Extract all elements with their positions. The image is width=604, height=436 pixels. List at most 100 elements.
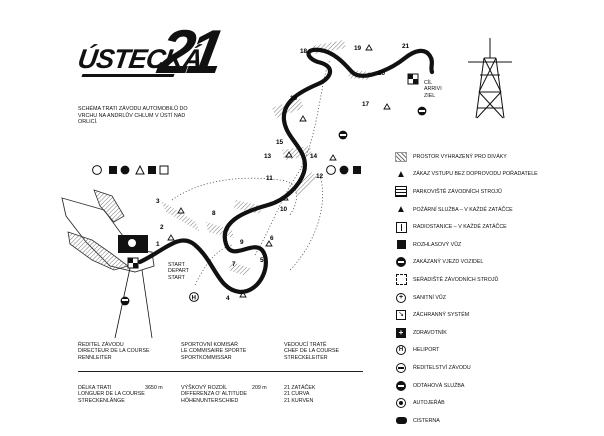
paddock-icon [395, 186, 407, 198]
turn-label: 2 [160, 224, 164, 231]
turn-label: 10 [280, 206, 288, 213]
rescue-system-icon: ↘ [396, 310, 406, 321]
curves-fr: 21 CURVA [284, 391, 310, 398]
transmitter-tower [468, 38, 512, 119]
tow-truck-icon [396, 398, 406, 409]
length-cz: DÉLKA TRATI [78, 385, 112, 391]
loudspeaker-car-icon [396, 240, 406, 250]
turn-label: 11 [266, 175, 273, 182]
curves-block: 21 ZATÁČEK 21 CURVA 21 KURVEN [284, 385, 315, 404]
curves-de: 21 KURVEN [284, 397, 314, 404]
legend-item: ▲ ZÁKAZ VSTUPU BEZ DOPROVODU POŘADATELE [394, 166, 599, 184]
map-description: SCHÉMA TRATI ZÁVODU AUTOMOBILŮ DO VRCHU … [78, 106, 188, 126]
commissioner-de: SPORTKOMMISSAR [181, 354, 232, 361]
race-director-block: ŘEDITEL ZÁVODU DIRECTEUR DE LA COURSE RE… [78, 342, 150, 361]
finish-flag [407, 73, 419, 85]
heliport-icon [189, 292, 199, 302]
turn-label: 17 [362, 101, 370, 108]
altitude-fr: DIFFERENZA O' ALTITUDE [181, 391, 247, 398]
svg-text:H: H [192, 296, 196, 302]
warning-markers [167, 44, 391, 298]
track-length-value: 3650 m [145, 385, 163, 391]
access-path [171, 177, 297, 216]
commissioner-cz: SPORTOVNÍ KOMISAŘ [181, 342, 238, 348]
legend-item: RADIOSTANICE – V KAŽDÉ ZATÁČCE [394, 218, 599, 236]
track-chief-de: STRECKELEITER [284, 354, 328, 361]
director-cz: ŘEDITEL ZÁVODU [78, 342, 124, 348]
turn-label: 6 [270, 235, 274, 242]
turn-label: 4 [226, 295, 230, 302]
legend-label: RADIOSTANICE – V KAŽDÉ ZATÁČCE [413, 224, 507, 231]
race-track [137, 47, 435, 295]
legend-label: SANITNÍ VŮZ [413, 294, 446, 301]
finish-label-fr: ARRIVI [424, 86, 442, 93]
turn-label: 8 [212, 210, 216, 217]
curves-cz: 21 ZATÁČEK [284, 385, 316, 391]
legend-item: ▲ POŽÁRNÍ SLUŽBA – V KAŽDÉ ZATÁČCE [394, 201, 599, 219]
turn-label: 1 [156, 241, 160, 248]
turn-label: 13 [264, 153, 272, 160]
access-path [254, 59, 331, 256]
no-entry-icon [396, 257, 406, 268]
finish-label-de: ZIEL [424, 92, 436, 99]
altitude-de: HÖHENUNTERSCHIED [181, 397, 239, 404]
legend-label: ŘEDITELSTVÍ ZÁVODU [413, 364, 471, 371]
turn-label: 18 [300, 48, 308, 55]
race-director-icon [396, 362, 406, 373]
legend-item: SEŘADIŠTĚ ZÁVODNÍCH STROJŮ [394, 271, 599, 289]
legend-label: ODTAHOVÁ SLUŽBA [413, 382, 465, 389]
ambulance-icon: + [396, 292, 406, 303]
track-chief-cz: VEDOUCÍ TRATĚ [284, 342, 327, 348]
heliport-icon: H [396, 345, 406, 356]
start-line [127, 257, 139, 269]
legend-label: ZDRAVOTNÍK [413, 329, 447, 336]
altitude-cz: VÝŠKOVÝ ROZDÍL [181, 385, 228, 391]
legend-item: ↘ ZÁCHRANNÝ SYSTÉM [394, 306, 599, 324]
paddock-area [61, 189, 155, 273]
fire-service-icon: ▲ [396, 204, 406, 216]
director-fr: DIRECTEUR DE LA COURSE [78, 348, 150, 355]
legend-label: AUTOJEŘÁB [413, 400, 445, 407]
legend-item: PARKOVIŠTĚ ZÁVODNÍCH STROJŮ [394, 183, 599, 201]
turn-label: 15 [276, 139, 284, 146]
start-label-de: START [168, 274, 185, 281]
turn-label: 7 [232, 261, 236, 268]
map-legend: PROSTOR VYHRAZENÝ PRO DIVÁKY ▲ ZÁKAZ VST… [394, 148, 599, 430]
water-tank-icon [395, 417, 407, 425]
turn-label: 5 [260, 257, 264, 264]
turn-label: 21 [402, 43, 410, 50]
finish-label-cz: CÍL [424, 80, 433, 86]
legend-item: AUTOJEŘÁB [394, 394, 599, 412]
length-fr: LONGUER DE LA COURSE [78, 391, 145, 398]
towing-icon [396, 380, 406, 391]
legend-label: PROSTOR VYHRAZENÝ PRO DIVÁKY [413, 153, 507, 160]
legend-item: + ZDRAVOTNÍK [394, 324, 599, 342]
legend-label: HELIPORT [413, 347, 440, 354]
turn-label: 12 [316, 173, 324, 180]
start-label-fr: DEPART [168, 268, 189, 275]
track-chief-block: VEDOUCÍ TRATĚ CHEF DE LA COURSE STRECKEL… [284, 342, 339, 361]
legend-item: + SANITNÍ VŮZ [394, 289, 599, 307]
start-icon-cluster [92, 164, 169, 175]
assembly-area-icon [395, 274, 407, 286]
spectator-zone-icon [395, 151, 407, 162]
length-de: STRECKENLÄNGE [78, 397, 125, 404]
legend-item: ROZHLASOVÝ VŮZ [394, 236, 599, 254]
legend-item: H HELIPORT [394, 342, 599, 360]
divider [78, 371, 363, 372]
commissioner-fr: LE COMMISAIRE SPORTE [181, 348, 247, 355]
medic-cross-icon: + [396, 327, 406, 338]
legend-label: ZÁCHRANNÝ SYSTÉM [413, 312, 470, 319]
legend-label: POŽÁRNÍ SLUŽBA – V KAŽDÉ ZATÁČCE [413, 206, 513, 213]
warning-triangle-icon: ▲ [396, 168, 406, 180]
turn-label: 3 [156, 198, 160, 205]
legend-item: ŘEDITELSTVÍ ZÁVODU [394, 359, 599, 377]
legend-label: CISTERNA [413, 417, 440, 424]
turn-label: 20 [378, 70, 386, 77]
legend-label: SEŘADIŠTĚ ZÁVODNÍCH STROJŮ [413, 276, 499, 283]
legend-label: PARKOVIŠTĚ ZÁVODNÍCH STROJŮ [413, 188, 502, 195]
legend-label: ROZHLASOVÝ VŮZ [413, 241, 462, 248]
track-chief-fr: CHEF DE LA COURSE [284, 348, 340, 355]
track-length-block: DÉLKA TRATI LONGUER DE LA COURSE STRECKE… [78, 385, 145, 404]
